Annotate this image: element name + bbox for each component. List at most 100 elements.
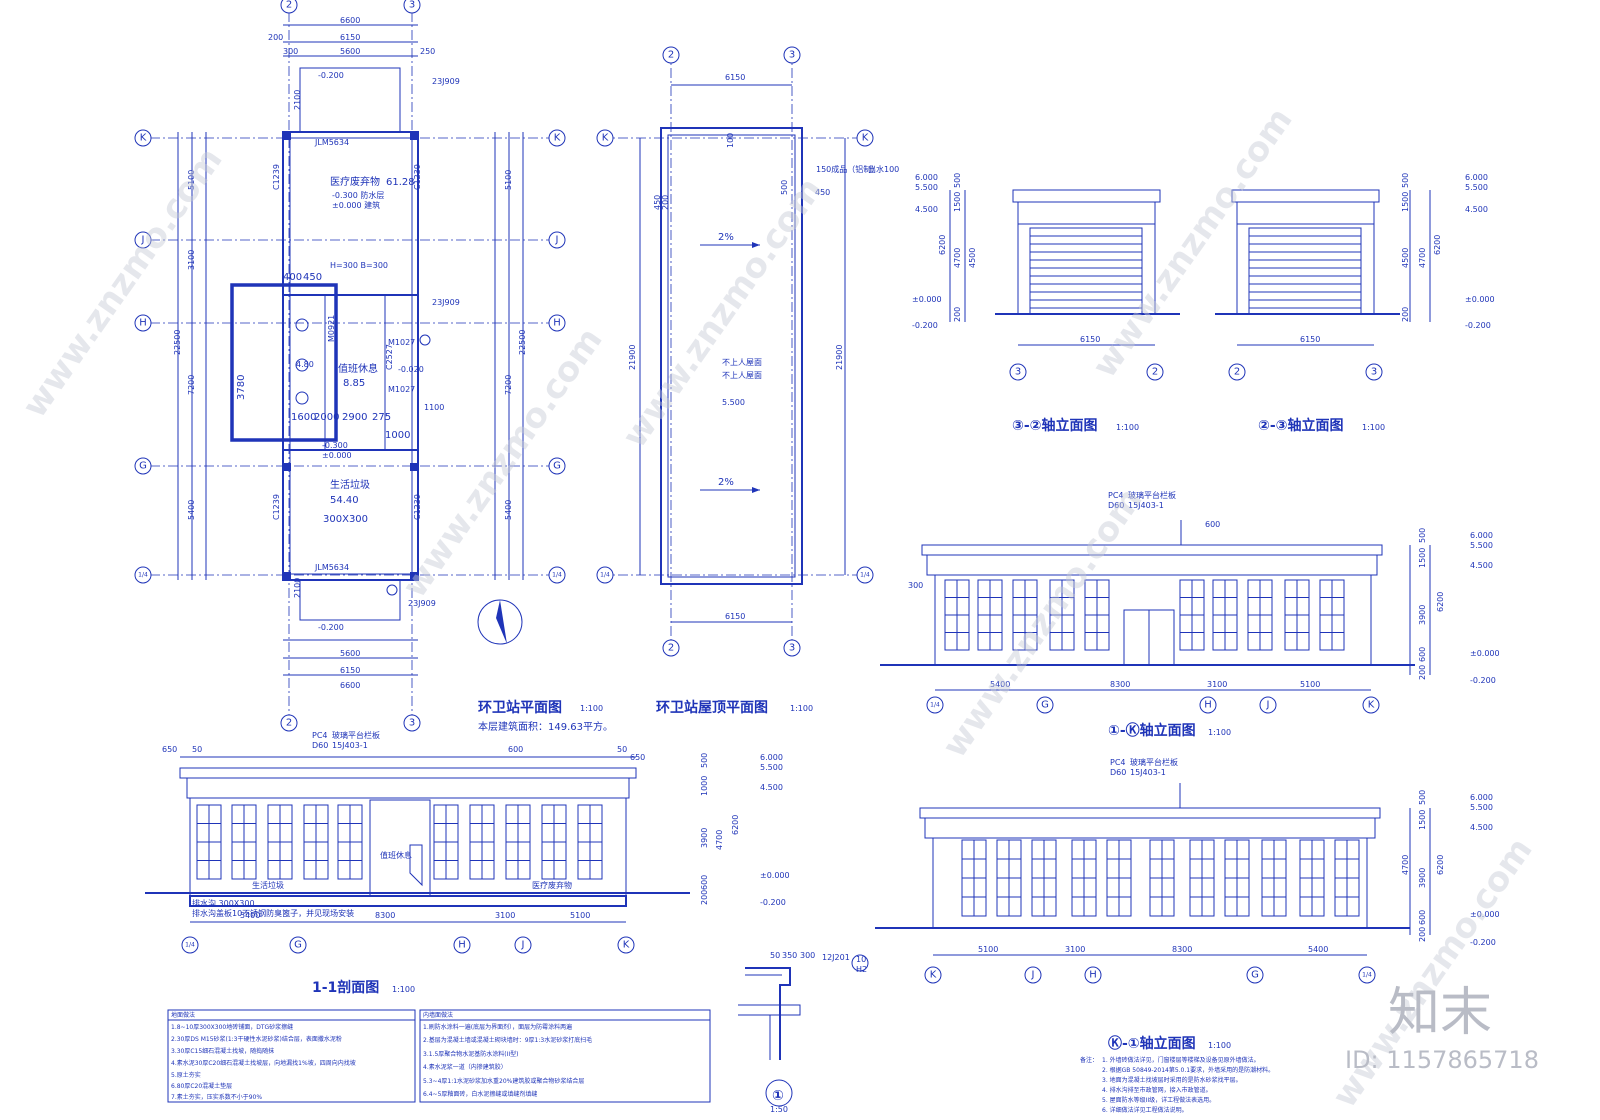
axis-bubbles: K K J J H H G G 1/4 1/4 2 3 2 3 K K 1/4 … [134,0,1383,984]
plan-dim-1600: 1600 [291,412,316,423]
table1-row-4: 4.素水泥30厚C20细石混凝土找坡层，向地漏找1%坡，四周向内找坡 [171,1059,356,1067]
plan-ref-2: 23J909 [432,298,460,307]
detail-ref-num: 10 [856,955,866,964]
elevation-1-k-windows [944,579,1345,651]
section-level-3: 4.500 [760,783,783,792]
roof-dim-right: 21900 [835,345,844,370]
elev23-width: 6150 [1300,335,1320,344]
section-vdim-2: 1000 [700,776,709,796]
plan-door-m0921: M0921 [327,315,336,342]
detail-scale: 1:50 [770,1105,788,1114]
roof-axis-k-right: K [862,133,869,144]
plan-level-porch: -0.020 [398,365,424,374]
section-vdim-1: 500 [700,753,709,768]
plan-dim-bot-1: 5600 [340,649,360,658]
roof-axis-1-right: 1/4 [860,572,870,579]
section-1-1 [145,756,690,923]
roof-small-1: 450 [653,195,662,210]
section-callout-2: D60 [312,741,328,750]
elevk1-dim-2: 3100 [1065,945,1085,954]
elevk1-dim-4: 5400 [1308,945,1328,954]
elev32-width: 6150 [1080,335,1100,344]
section-top-1: 650 [162,745,177,754]
plan-dim-right-total: 22500 [518,330,527,355]
elevation-k-1 [875,783,1431,956]
axis-g-right: G [553,461,561,472]
plan-title: 环卫站平面图 [478,699,562,716]
plan-window-left-1: C1239 [272,164,281,190]
section-callout-4: 玻璃平台栏板 [332,730,380,740]
notes-title: 备注： [1080,1056,1098,1064]
elevk1-vdim-4: 6200 [1436,855,1445,875]
floor-plan [150,12,555,720]
section-vdim-5: 6200 [731,815,740,835]
elev1k-title: ①-Ⓚ轴立面图 [1108,722,1196,739]
elevk1-vdim-3: 3900 [1418,868,1427,888]
watermark-3: www.znzmo.com [615,171,831,456]
elev1k-axis-1: 1/4 [930,702,940,709]
roof-axis-2-bottom: 2 [668,643,674,654]
room-level-medical-2: ±0.000 建筑 [332,200,380,210]
elev1k-callout-2: D60 [1108,501,1124,510]
elev1k-scale: 1:100 [1208,728,1231,737]
elev23-level-2: 5.500 [1465,183,1488,192]
elev32-dim-2: 1500 [953,192,962,212]
section-1-1-windows [196,804,603,880]
elev23-dim-3: 6200 [1433,235,1442,255]
axis-3-bottom: 3 [409,718,415,729]
section-vdim-3: 3900 [700,828,709,848]
section-top-4: 50 [617,745,627,754]
roof-elev: 5.500 [722,398,745,407]
table2-row-2: 2.基层为混凝土墙或混凝土砌块墙时：9厚1:3水泥砂浆打底扫毛 [423,1036,592,1044]
section-level-1: 6.000 [760,753,783,762]
room-name-garbage: 生活垃圾 [330,478,370,491]
roof-slope-2: 2% [718,477,734,488]
plan-window-left-2: C1239 [272,494,281,520]
elev32-level-5: -0.200 [912,321,938,330]
elev1k-vdim-6: 200 [1418,665,1427,680]
roof-axis-2-top: 2 [668,50,674,61]
roof-axis-k-left: K [602,133,609,144]
section-vdim-7: 600 [700,875,709,890]
elev23-dim-4: 4700 [1418,248,1427,268]
roof-small-4: 500 [780,180,789,195]
plan-dim-left-2: 3100 [187,250,196,270]
elev23-level-3: 4.500 [1465,205,1488,214]
roof-axis-3-top: 3 [789,50,795,61]
elev23-axis-3: 3 [1371,367,1377,378]
axis-k-right: K [554,133,561,144]
elev1k-vdim-3: 3900 [1418,605,1427,625]
elevk1-vdim-2: 1500 [1418,810,1427,830]
section-trench: 排水沟 300X300 [192,898,255,908]
section-top-2: 50 [192,745,202,754]
plan-dim-top-1: 6600 [340,16,360,25]
plan-area-note: 本层建筑面积：149.63平方。 [478,720,613,733]
plan-door-bottom: JLM5634 [314,563,349,572]
elevation-1-k [880,520,1431,691]
table1-title: 地面做法 [171,1011,195,1019]
roof-small-2: 200 [661,195,670,210]
roof-axis-3-bottom: 3 [789,643,795,654]
roof-small-3: 100 [726,133,735,148]
section-axis-k: K [623,940,630,951]
roof-dim-top: 6150 [725,73,745,82]
room-trench-garbage: 300X300 [323,514,368,525]
plan-dim-top-3: 5600 [340,47,360,56]
plan-dim-275: 275 [372,412,391,423]
roof-dim-left: 21900 [628,345,637,370]
room-area-duty: 8.85 [343,378,365,389]
elevk1-dim-3: 8300 [1172,945,1192,954]
elevk1-level-4: ±0.000 [1470,910,1500,919]
plan-dim-left-4: 5400 [187,500,196,520]
elevk1-title: Ⓚ-①轴立面图 [1108,1035,1196,1052]
section-room-2: 生活垃圾 [252,880,284,890]
roof-small-5: 450 [815,188,830,197]
table2-row-4: 4.素水泥浆一道（内掺建筑胶） [423,1063,507,1071]
axis-k-left: K [140,133,147,144]
section-title: 1-1剖面图 [312,979,379,996]
roof-plan [600,50,870,650]
wall-finish-table [419,1009,711,1103]
elevk1-level-2: 5.500 [1470,803,1493,812]
plan-dim-top-4: 200 [268,33,283,42]
